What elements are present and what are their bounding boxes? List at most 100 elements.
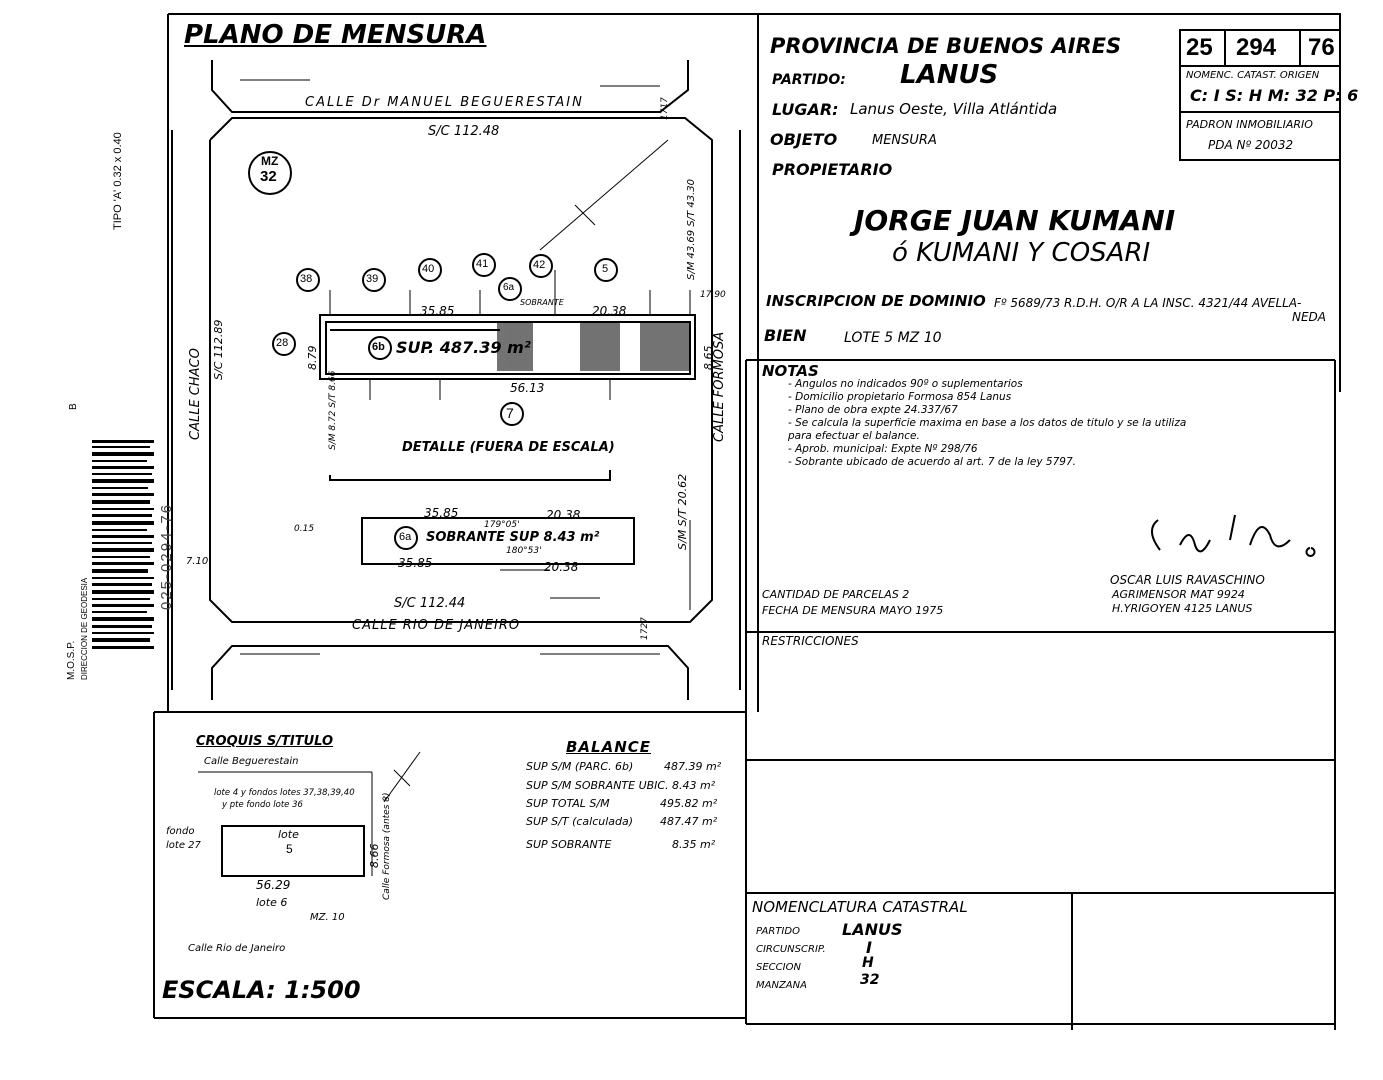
nomenc-origen-label: NOMENC. CATAST. ORIGEN (1186, 70, 1320, 81)
parcel-label: 40 (422, 263, 435, 275)
signer-address: H.YRIGOYEN 4125 LANUS (1112, 602, 1253, 615)
croquis-lote-value: 5 (286, 842, 293, 856)
file-num-3: 76 (1308, 34, 1335, 61)
sc-top: S/C 112.48 (428, 124, 500, 139)
croquis-lote-label: lote (278, 828, 299, 841)
balance-title: BALANCE (566, 738, 652, 756)
dim-5613: 56.13 (510, 381, 545, 395)
nomenc-label: PARTIDO (756, 926, 800, 937)
parcel-label: 38 (300, 273, 313, 285)
lugar-label: LUGAR: (772, 100, 839, 119)
sm-top-right: S/M 43.69 S/T 43.30 (686, 179, 697, 280)
inscripcion-label: INSCRIPCION DE DOMINIO (766, 292, 986, 310)
nomenc-origen-value: C: I S: H M: 32 P: 6 (1190, 86, 1359, 105)
balance-value: 495.82 m² (660, 797, 718, 810)
nota-line: - Plano de obra expte 24.337/67 (788, 404, 958, 416)
croquis-lote6: lote 6 (256, 896, 288, 909)
balance-label: SUP S/M SOBRANTE UBIC. (526, 779, 669, 792)
nomenc-value: H (862, 955, 874, 971)
partido-label: PARTIDO: (772, 72, 846, 88)
cantidad-parcelas: CANTIDAD DE PARCELAS 2 (762, 588, 910, 601)
detail-dim-2038: 20.38 (546, 508, 581, 522)
balance-value: 8.35 m² (672, 838, 716, 851)
bottom-right-num: 1727 (640, 617, 650, 640)
parcel-label: 28 (276, 337, 289, 349)
objeto-label: OBJETO (770, 130, 838, 149)
mz-value: 32 (260, 168, 277, 185)
bien-label: BIEN (764, 326, 807, 345)
parcel-label: 42 (533, 259, 546, 271)
balance-label: SUP TOTAL S/M (526, 797, 610, 810)
dim-1790: 17.90 (700, 290, 726, 300)
escala: ESCALA: 1:500 (162, 976, 361, 1004)
balance-label: SUP S/T (calculada) (526, 815, 634, 828)
lugar-value: Lanus Oeste, Villa Atlántida (850, 100, 1058, 118)
parcel-label: 6b (372, 341, 385, 353)
detail-dim-3585-bottom: 35.85 (398, 556, 433, 570)
balance-label: SUP SOBRANTE (526, 838, 612, 851)
owner-line1: JORGE JUAN KUMANI (854, 204, 1176, 237)
padron-label: PADRON INMOBILIARIO (1186, 118, 1313, 131)
croquis-width: 56.29 (256, 878, 291, 892)
detalle-title: DETALLE (FUERA DE ESCALA) (402, 440, 615, 455)
croquis-title: CROQUIS S/TITULO (196, 734, 334, 749)
detail-dim-2038-bottom: 20.38 (544, 560, 579, 574)
nomenc-value: LANUS (842, 920, 903, 939)
province-title: PROVINCIA DE BUENOS AIRES (770, 34, 1122, 58)
tipo-label: TIPO 'A' 0.32 x 0.40 (112, 132, 124, 230)
parcel-label: 39 (366, 273, 379, 285)
dim-015: 0.15 (294, 524, 315, 534)
sm-right: S/M S/T 20.62 (676, 473, 689, 550)
nota-line: - Angulos no indicados 90º o suplementar… (788, 378, 1023, 390)
inscripcion-value: Fº 5689/73 R.D.H. O/R A LA INSC. 4321/44… (994, 296, 1302, 310)
file-num-2: 294 (1236, 34, 1277, 61)
croquis-note: lote 4 y fondos lotes 37,38,39,40 (214, 788, 355, 798)
detail-dim-3585: 35.85 (424, 506, 459, 520)
street-left: CALLE CHACO (188, 348, 203, 440)
nomenc-label: SECCION (756, 962, 801, 973)
nota-line: - Aprob. municipal: Expte Nº 298/76 (788, 443, 978, 455)
parcel-label-detail: 6a (399, 531, 412, 543)
parcel-label: 7 (506, 405, 514, 421)
sobrante-detail: SOBRANTE SUP 8.43 m² (426, 530, 600, 545)
parcel-label: 41 (476, 258, 489, 270)
parcel-label: 5 (602, 263, 609, 275)
nomenc-value: 32 (860, 972, 880, 988)
file-num-1: 25 (1186, 34, 1213, 61)
balance-value: 8.43 m² (672, 779, 716, 792)
direccion-label: DIRECCION DE GEODESIA (80, 577, 89, 680)
angle-1: 179°05' (484, 520, 520, 530)
balance-value: 487.47 m² (660, 815, 718, 828)
signer-name: OSCAR LUIS RAVASCHINO (1110, 573, 1265, 587)
mz-label: MZ (261, 154, 279, 168)
propietario-label: PROPIETARIO (772, 160, 893, 179)
nota-line: - Domicilio propietario Formosa 854 Lanu… (788, 391, 1012, 403)
restricciones-title: RESTRICCIONES (762, 634, 859, 648)
dim-3585: 35.85 (420, 304, 455, 318)
balance-value: 487.39 m² (664, 760, 722, 773)
owner-line2: ó KUMANI Y COSARI (892, 238, 1151, 268)
mosp-label: M.O.S.P. (66, 640, 77, 680)
notas-list: - Angulos no indicados 90º o suplementar… (788, 378, 1186, 469)
main-area: SUP. 487.39 m² (396, 338, 531, 357)
nota-line: - Sobrante ubicado de acuerdo al art. 7 … (788, 456, 1076, 468)
dim-865: 8.65 (702, 345, 715, 371)
sobrante-label: SOBRANTE (520, 298, 564, 307)
signer-title: AGRIMENSOR MAT 9924 (1112, 588, 1245, 601)
padron-value: PDA Nº 20032 (1208, 138, 1294, 152)
nomenc-value: I (866, 938, 872, 957)
dim-710: 7.10 (186, 556, 209, 567)
angle-2: 180°53' (506, 546, 542, 556)
barcode-text: 025-0294-76 (158, 502, 175, 610)
nomenc-label: CIRCUNSCRIP. (756, 944, 826, 955)
nomenc-label: MANZANA (756, 980, 807, 991)
nomenclatura-title: NOMENCLATURA CATASTRAL (752, 898, 968, 916)
notas-title: NOTAS (762, 362, 819, 380)
sc-bottom: S/C 112.44 (394, 596, 466, 611)
croquis-lote27: lote 27 (166, 840, 201, 851)
balance-label: SUP S/M (PARC. 6b) (526, 760, 634, 773)
fecha-mensura: FECHA DE MENSURA MAYO 1975 (762, 604, 944, 617)
objeto-value: MENSURA (872, 133, 937, 148)
croquis-note-2: y pte fondo lote 36 (222, 800, 303, 810)
